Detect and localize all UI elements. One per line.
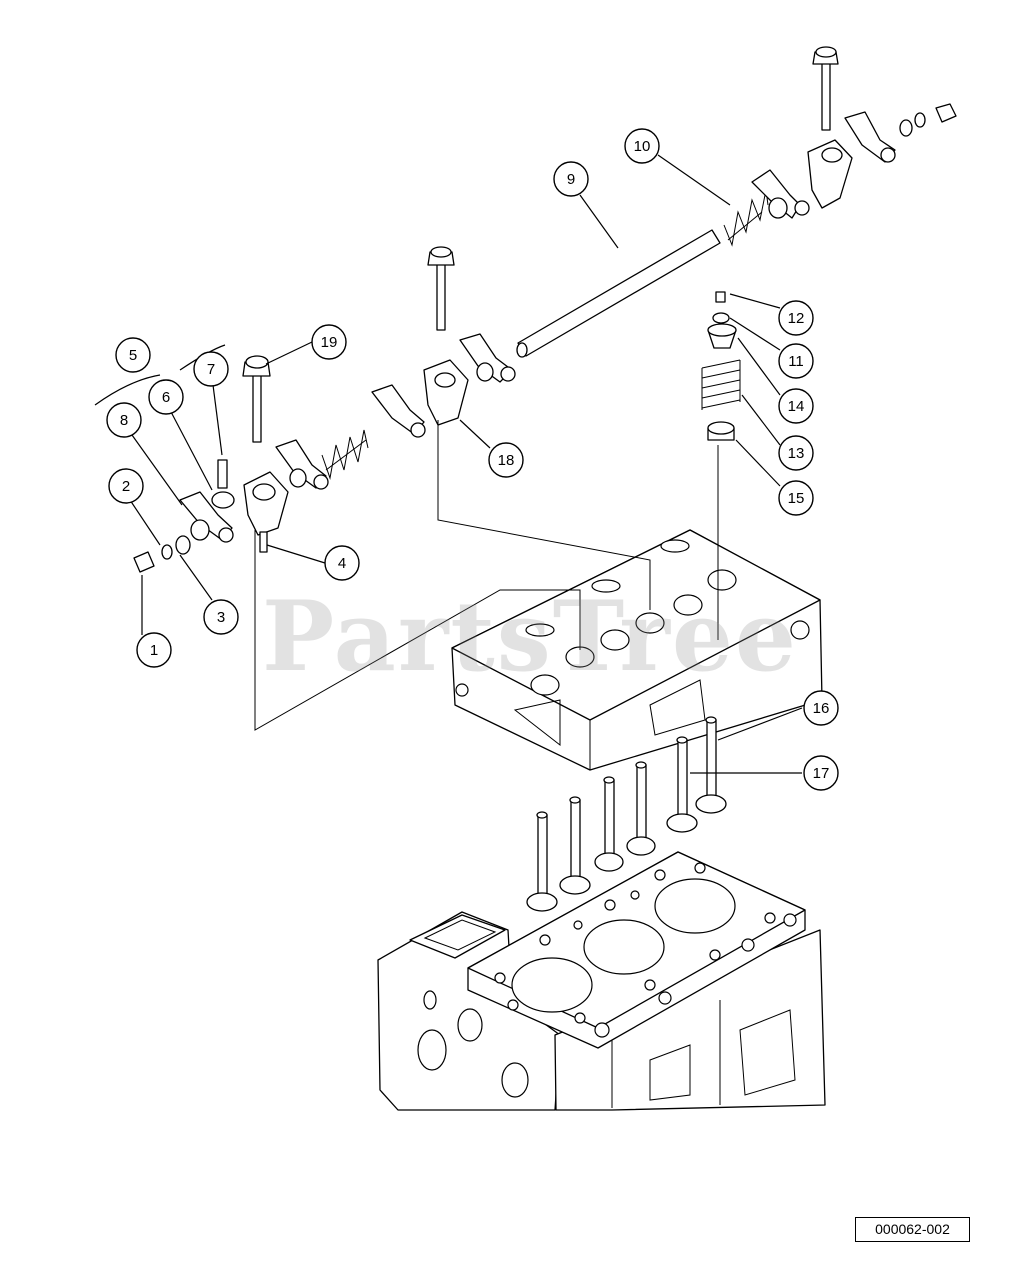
callout-9: 9 (553, 161, 589, 197)
callout-7: 7 (193, 351, 229, 387)
svg-text:13: 13 (788, 445, 805, 462)
valve (526, 811, 558, 912)
callout-8: 8 (106, 402, 142, 438)
svg-text:2: 2 (122, 478, 130, 495)
callout-11: 11 (778, 343, 814, 379)
svg-text:19: 19 (321, 334, 338, 351)
head-gasket (467, 851, 806, 1049)
callout-1: 1 (136, 632, 172, 668)
svg-text:16: 16 (813, 700, 830, 717)
rocker-assembly-right (751, 46, 957, 219)
shaft-spring-right (723, 189, 769, 247)
svg-text:18: 18 (498, 452, 515, 469)
valve (594, 776, 624, 872)
cylinder-head (451, 529, 823, 771)
callout-15: 15 (778, 480, 814, 516)
callout-13: 13 (778, 435, 814, 471)
svg-text:14: 14 (788, 398, 805, 415)
svg-text:1: 1 (150, 642, 158, 659)
svg-text:9: 9 (567, 171, 575, 188)
rocker-assembly-middle (371, 246, 516, 438)
valves (526, 716, 727, 912)
svg-text:6: 6 (162, 389, 170, 406)
callout-14: 14 (778, 388, 814, 424)
callout-5: 5 (115, 337, 151, 373)
callout-3: 3 (203, 599, 239, 635)
diagram-id-label: 000062-002 (855, 1217, 970, 1242)
callout-2: 2 (108, 468, 144, 504)
valve (666, 736, 698, 833)
valve-spring-stack (701, 291, 741, 441)
valve (626, 761, 656, 856)
callout-16: 16 (803, 690, 839, 726)
callout-12: 12 (778, 300, 814, 336)
leader-lines (94, 154, 803, 774)
svg-text:15: 15 (788, 490, 805, 507)
callout-4: 4 (324, 545, 360, 581)
svg-text:4: 4 (338, 555, 346, 572)
svg-text:17: 17 (813, 765, 830, 782)
callout-17: 17 (803, 755, 839, 791)
valve (559, 796, 591, 895)
svg-text:7: 7 (207, 361, 215, 378)
indicator-lines (254, 420, 719, 731)
callout-18: 18 (488, 442, 524, 478)
rocker-shaft (516, 229, 721, 358)
svg-text:11: 11 (788, 353, 804, 370)
svg-text:12: 12 (788, 310, 805, 327)
rocker-assembly-left (133, 355, 329, 573)
valve (695, 716, 727, 814)
svg-text:8: 8 (120, 412, 128, 429)
engine-block (377, 911, 826, 1111)
callout-10: 10 (624, 128, 660, 164)
svg-text:3: 3 (217, 609, 225, 626)
callout-19: 19 (311, 324, 347, 360)
svg-text:10: 10 (634, 138, 651, 155)
shaft-spring-middle (321, 429, 369, 480)
callout-6: 6 (148, 379, 184, 415)
svg-text:5: 5 (129, 347, 137, 364)
